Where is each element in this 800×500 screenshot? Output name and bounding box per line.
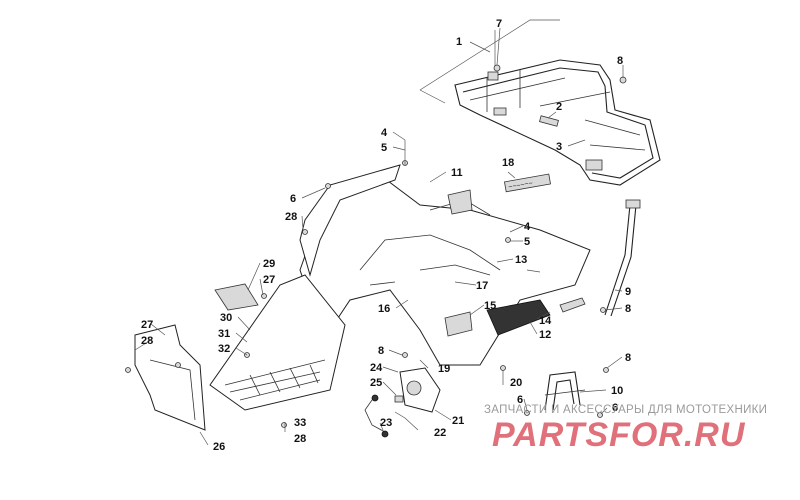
callout-24: 24: [370, 362, 383, 374]
callout-30: 30: [220, 312, 232, 324]
decal-18: ~~~~~~: [504, 173, 551, 193]
callout-11: 11: [451, 167, 463, 179]
svg-text:~~~~~~: ~~~~~~: [508, 180, 533, 191]
watermark-caption: ЗАПЧАСТИ И АКСЕССУАРЫ ДЛЯ МОТОТЕХНИКИ: [484, 404, 768, 416]
rear-rack: [454, 59, 661, 186]
callout-15: 15: [484, 300, 496, 312]
callout-12: 12: [539, 329, 551, 341]
watermark-logo: PARTSFOR.RU: [492, 416, 746, 454]
callout-9: 9: [625, 286, 631, 298]
callout-1: 1: [456, 36, 462, 48]
callout-22: 22: [434, 427, 446, 439]
callout-18: 18: [502, 157, 514, 169]
callout-20: 20: [510, 377, 522, 389]
callout-6c: 6: [612, 402, 618, 414]
callout-8b: 8: [378, 345, 384, 357]
side-flap: [299, 164, 401, 277]
callout-6b: 6: [517, 394, 523, 406]
callout-8c: 8: [625, 303, 631, 315]
callout-25: 25: [370, 377, 382, 389]
callout-28b: 28: [141, 335, 153, 347]
callout-16: 16: [378, 303, 390, 315]
svg-text:PARTSFOR.RU: PARTSFOR.RU: [492, 416, 746, 454]
callout-21: 21: [452, 415, 464, 427]
callout-7: 7: [496, 18, 502, 30]
callout-23: 23: [380, 417, 392, 429]
callout-17: 17: [476, 280, 488, 292]
callout-4: 4: [381, 127, 388, 139]
fasteners: [125, 64, 627, 428]
callout-8: 8: [617, 55, 623, 67]
callout-3: 3: [556, 141, 562, 153]
callout-26: 26: [213, 441, 225, 453]
callout-14: 14: [539, 315, 552, 327]
callout-28: 28: [285, 211, 297, 223]
callout-5b: 5: [524, 236, 530, 248]
callout-labels: 1 7 8 2 3 4 5 6 28 11 18 4 5 13 17 15 16…: [141, 18, 631, 453]
callout-32: 32: [218, 343, 230, 355]
hitch-bracket: [544, 371, 586, 411]
callout-19: 19: [438, 363, 450, 375]
rear-fender: [299, 174, 591, 366]
callout-27: 27: [263, 274, 275, 286]
support-tube: [604, 199, 641, 317]
splash-guard: [134, 324, 206, 431]
callout-8d: 8: [625, 352, 631, 364]
tail-light: [364, 367, 441, 438]
callout-5: 5: [381, 142, 387, 154]
callout-2: 2: [556, 101, 562, 113]
leader-lines: [134, 27, 624, 446]
callout-4b: 4: [524, 221, 531, 233]
callout-10: 10: [611, 385, 623, 397]
callout-29: 29: [263, 258, 275, 270]
callout-28c: 28: [294, 433, 306, 445]
callout-13: 13: [515, 254, 527, 266]
footwell: [209, 274, 346, 411]
callout-6: 6: [290, 193, 296, 205]
callout-33: 33: [294, 417, 306, 429]
callout-27b: 27: [141, 319, 153, 331]
callout-31: 31: [218, 328, 230, 340]
